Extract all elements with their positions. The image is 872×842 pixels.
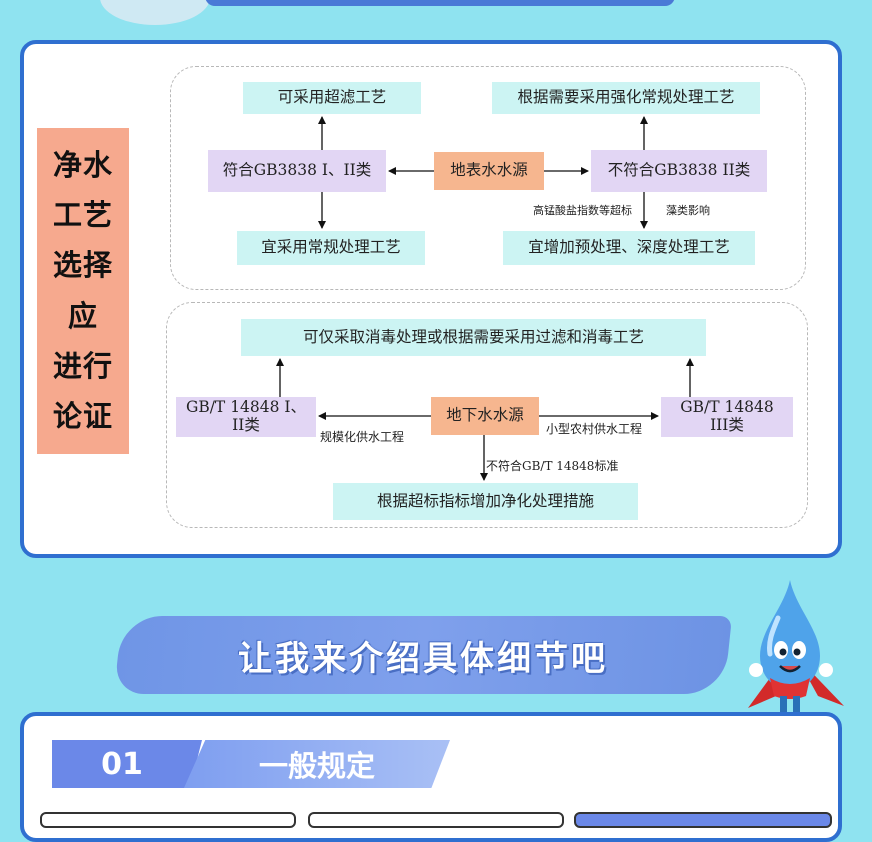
surface-water-group <box>170 66 806 290</box>
process-card <box>20 40 842 558</box>
section-number: 01 <box>101 746 143 782</box>
section-title: 一般规定 <box>258 749 375 783</box>
algae-note: 藻类影响 <box>666 204 710 217</box>
small-rural-note: 小型农村供水工程 <box>546 422 643 436</box>
globe-decoration <box>100 0 210 25</box>
side-label-line: 选择 <box>52 248 113 283</box>
top-banner-edge <box>205 0 675 6</box>
groundwater-group <box>166 302 808 528</box>
side-label-line: 进行 <box>52 348 113 383</box>
gbt14848-iii-box: GB/T 14848 III类 <box>661 397 793 437</box>
large-scale-note: 规模化供水工程 <box>320 430 405 444</box>
noncompliant-gbt-note: 不符合GB/T 14848标准 <box>486 459 619 473</box>
gb3838-compliant-box: 符合GB3838 I、II类 <box>208 150 386 192</box>
surface-water-source-box: 地表水水源 <box>434 152 544 190</box>
gbt14848-i-ii-box: GB/T 14848 I、II类 <box>176 397 316 437</box>
permanganate-note: 高锰酸盐指数等超标 <box>533 204 632 217</box>
side-label-line: 工艺 <box>52 197 113 232</box>
content-tab <box>574 812 832 828</box>
section-title-background <box>184 740 450 788</box>
content-tab <box>308 812 564 828</box>
purification-measures-box: 根据超标指标增加净化处理措施 <box>333 483 638 520</box>
advanced-treatment-box: 宜增加预处理、深度处理工艺 <box>503 231 755 265</box>
content-tab <box>40 812 296 828</box>
ultrafiltration-box: 可采用超滤工艺 <box>243 82 421 114</box>
enhanced-treatment-box: 根据需要采用强化常规处理工艺 <box>492 82 760 114</box>
side-label-line: 净水 <box>52 147 113 182</box>
disinfection-box: 可仅采取消毒处理或根据需要采用过滤和消毒工艺 <box>241 319 706 356</box>
gb3838-noncompliant-box: 不符合GB3838 II类 <box>591 150 767 192</box>
water-drop-mascot-icon <box>748 580 844 728</box>
side-label: 净水 工艺 选择 应 进行 论证 <box>37 128 129 454</box>
banner-title: 让我来介绍具体细节吧 <box>238 638 608 679</box>
section-number-background <box>52 740 202 788</box>
groundwater-source-box: 地下水水源 <box>431 397 539 435</box>
section-header: 01 一般规定 <box>52 740 450 788</box>
side-label-line: 论证 <box>52 399 113 434</box>
side-label-line: 应 <box>67 298 98 333</box>
conventional-treatment-box: 宜采用常规处理工艺 <box>237 231 425 265</box>
